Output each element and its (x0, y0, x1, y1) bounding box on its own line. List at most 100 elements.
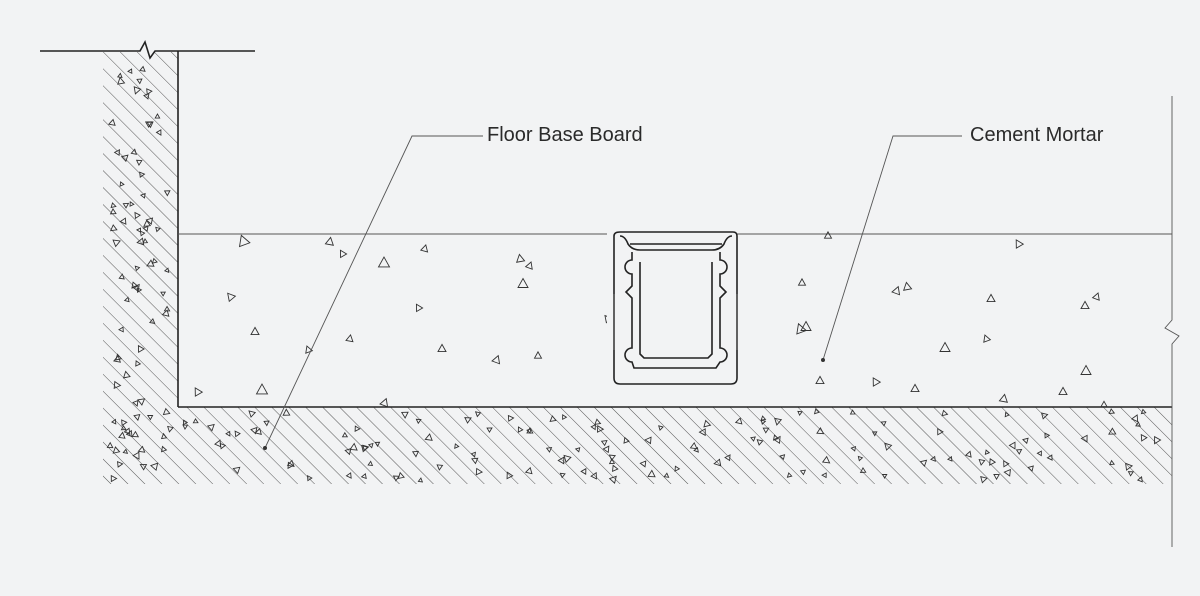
aggregate-mark (250, 326, 260, 336)
aggregate-mark (374, 441, 381, 448)
aggregate-mark (1046, 454, 1053, 461)
aggregate-mark (623, 436, 630, 444)
aggregate-mark (227, 292, 237, 303)
aggregate-mark (392, 475, 400, 482)
aggregate-mark (139, 230, 146, 237)
aggregate-mark (107, 118, 116, 126)
aggregate-mark (419, 244, 429, 253)
aggregate-mark (750, 436, 756, 442)
aggregate-mark (305, 345, 314, 354)
aggregate-mark (361, 444, 369, 453)
aggregate-mark (112, 239, 121, 248)
aggregate-mark (122, 448, 129, 454)
aggregate-mark (562, 414, 568, 421)
aggregate-mark (779, 454, 786, 461)
aggregate-mark (475, 467, 484, 476)
aggregate-mark (133, 86, 142, 95)
aggregate-mark (756, 439, 764, 446)
aggregate-mark (122, 202, 130, 209)
aggregate-mark (773, 435, 781, 445)
aggregate-mark (118, 431, 126, 439)
aggregate-mark (255, 383, 269, 395)
aggregate-mark (143, 92, 150, 100)
aggregate-mark (800, 320, 812, 331)
aggregate-mark (1004, 411, 1010, 418)
aggregate-mark (135, 360, 142, 367)
aggregate-mark (1091, 292, 1100, 301)
aggregate-mark (937, 427, 944, 436)
aggregate-mark (590, 471, 597, 480)
aggregate-mark (524, 261, 533, 270)
aggregate-mark (115, 353, 123, 361)
aggregate-mark (891, 285, 901, 296)
aggregate-mark (517, 277, 529, 288)
aggregate-mark (1003, 468, 1011, 477)
aggregate-mark (411, 450, 420, 458)
aggregate-mark (919, 459, 928, 468)
aggregate-mark (797, 277, 807, 286)
aggregate-mark (762, 427, 770, 434)
aggregate-mark (786, 472, 793, 478)
aggregate-mark (910, 383, 920, 393)
aggregate-mark (930, 455, 936, 462)
aggregate-mark (131, 281, 139, 289)
aggregate-mark (1003, 460, 1010, 468)
aggregate-mark (549, 415, 557, 423)
aggregate-mark (533, 350, 543, 359)
aggregate-mark (559, 472, 566, 479)
aggregate-mark (132, 399, 139, 407)
aggregate-mark (120, 154, 129, 163)
aggregate-mark (658, 425, 664, 431)
aggregate-mark (526, 426, 534, 434)
aggregate-mark (163, 305, 171, 312)
aggregate-mark (344, 447, 352, 456)
aggregate-mark (142, 225, 149, 233)
aggregate-mark (123, 296, 130, 303)
aggregate-mark (131, 430, 140, 438)
aggregate-mark (491, 354, 501, 365)
aggregate-mark (234, 430, 241, 438)
aggregate-mark (148, 317, 156, 325)
aggregate-mark (238, 234, 251, 248)
aggregate-mark (639, 460, 647, 468)
aggregate-mark (989, 458, 997, 466)
aggregate-mark (119, 181, 125, 187)
aggregate-mark (307, 474, 313, 482)
aggregate-mark (424, 433, 433, 441)
aggregate-mark (397, 471, 405, 480)
aggregate-mark (206, 423, 215, 432)
aggregate-mark (644, 436, 652, 445)
aggregate-mark (139, 65, 146, 72)
aggregate-mark (117, 76, 126, 85)
aggregate-mark (113, 148, 120, 157)
aggregate-mark (134, 265, 141, 272)
aggregate-mark (248, 410, 257, 418)
aggregate-mark (136, 287, 143, 293)
aggregate-mark (182, 419, 189, 426)
aggregate-mark (137, 344, 145, 354)
aggregate-mark (998, 393, 1008, 403)
aggregate-mark (946, 455, 953, 462)
aggregate-mark (155, 129, 162, 136)
aggregate-mark (1154, 435, 1162, 445)
aggregate-mark (106, 441, 114, 449)
aggregate-mark (470, 451, 477, 458)
aggregate-mark (137, 398, 146, 406)
aggregate-mark (192, 417, 199, 424)
aggregate-mark (377, 256, 391, 268)
aggregate-mark (146, 88, 153, 96)
aggregate-mark (464, 417, 472, 424)
ground-break-line (40, 39, 255, 60)
floor-base-board-profile (607, 231, 738, 392)
aggregate-mark (903, 281, 913, 291)
aggregate-mark (545, 447, 553, 453)
aggregate-mark (1080, 434, 1088, 443)
aggregate-mark (121, 419, 128, 427)
aggregate-mark (698, 428, 706, 437)
aggregate-mark (1058, 386, 1068, 396)
aggregate-mark (118, 273, 125, 280)
aggregate-mark (1130, 414, 1139, 423)
aggregate-mark (120, 424, 127, 431)
aggregate-mark (815, 375, 825, 385)
aggregate-mark (263, 420, 270, 427)
